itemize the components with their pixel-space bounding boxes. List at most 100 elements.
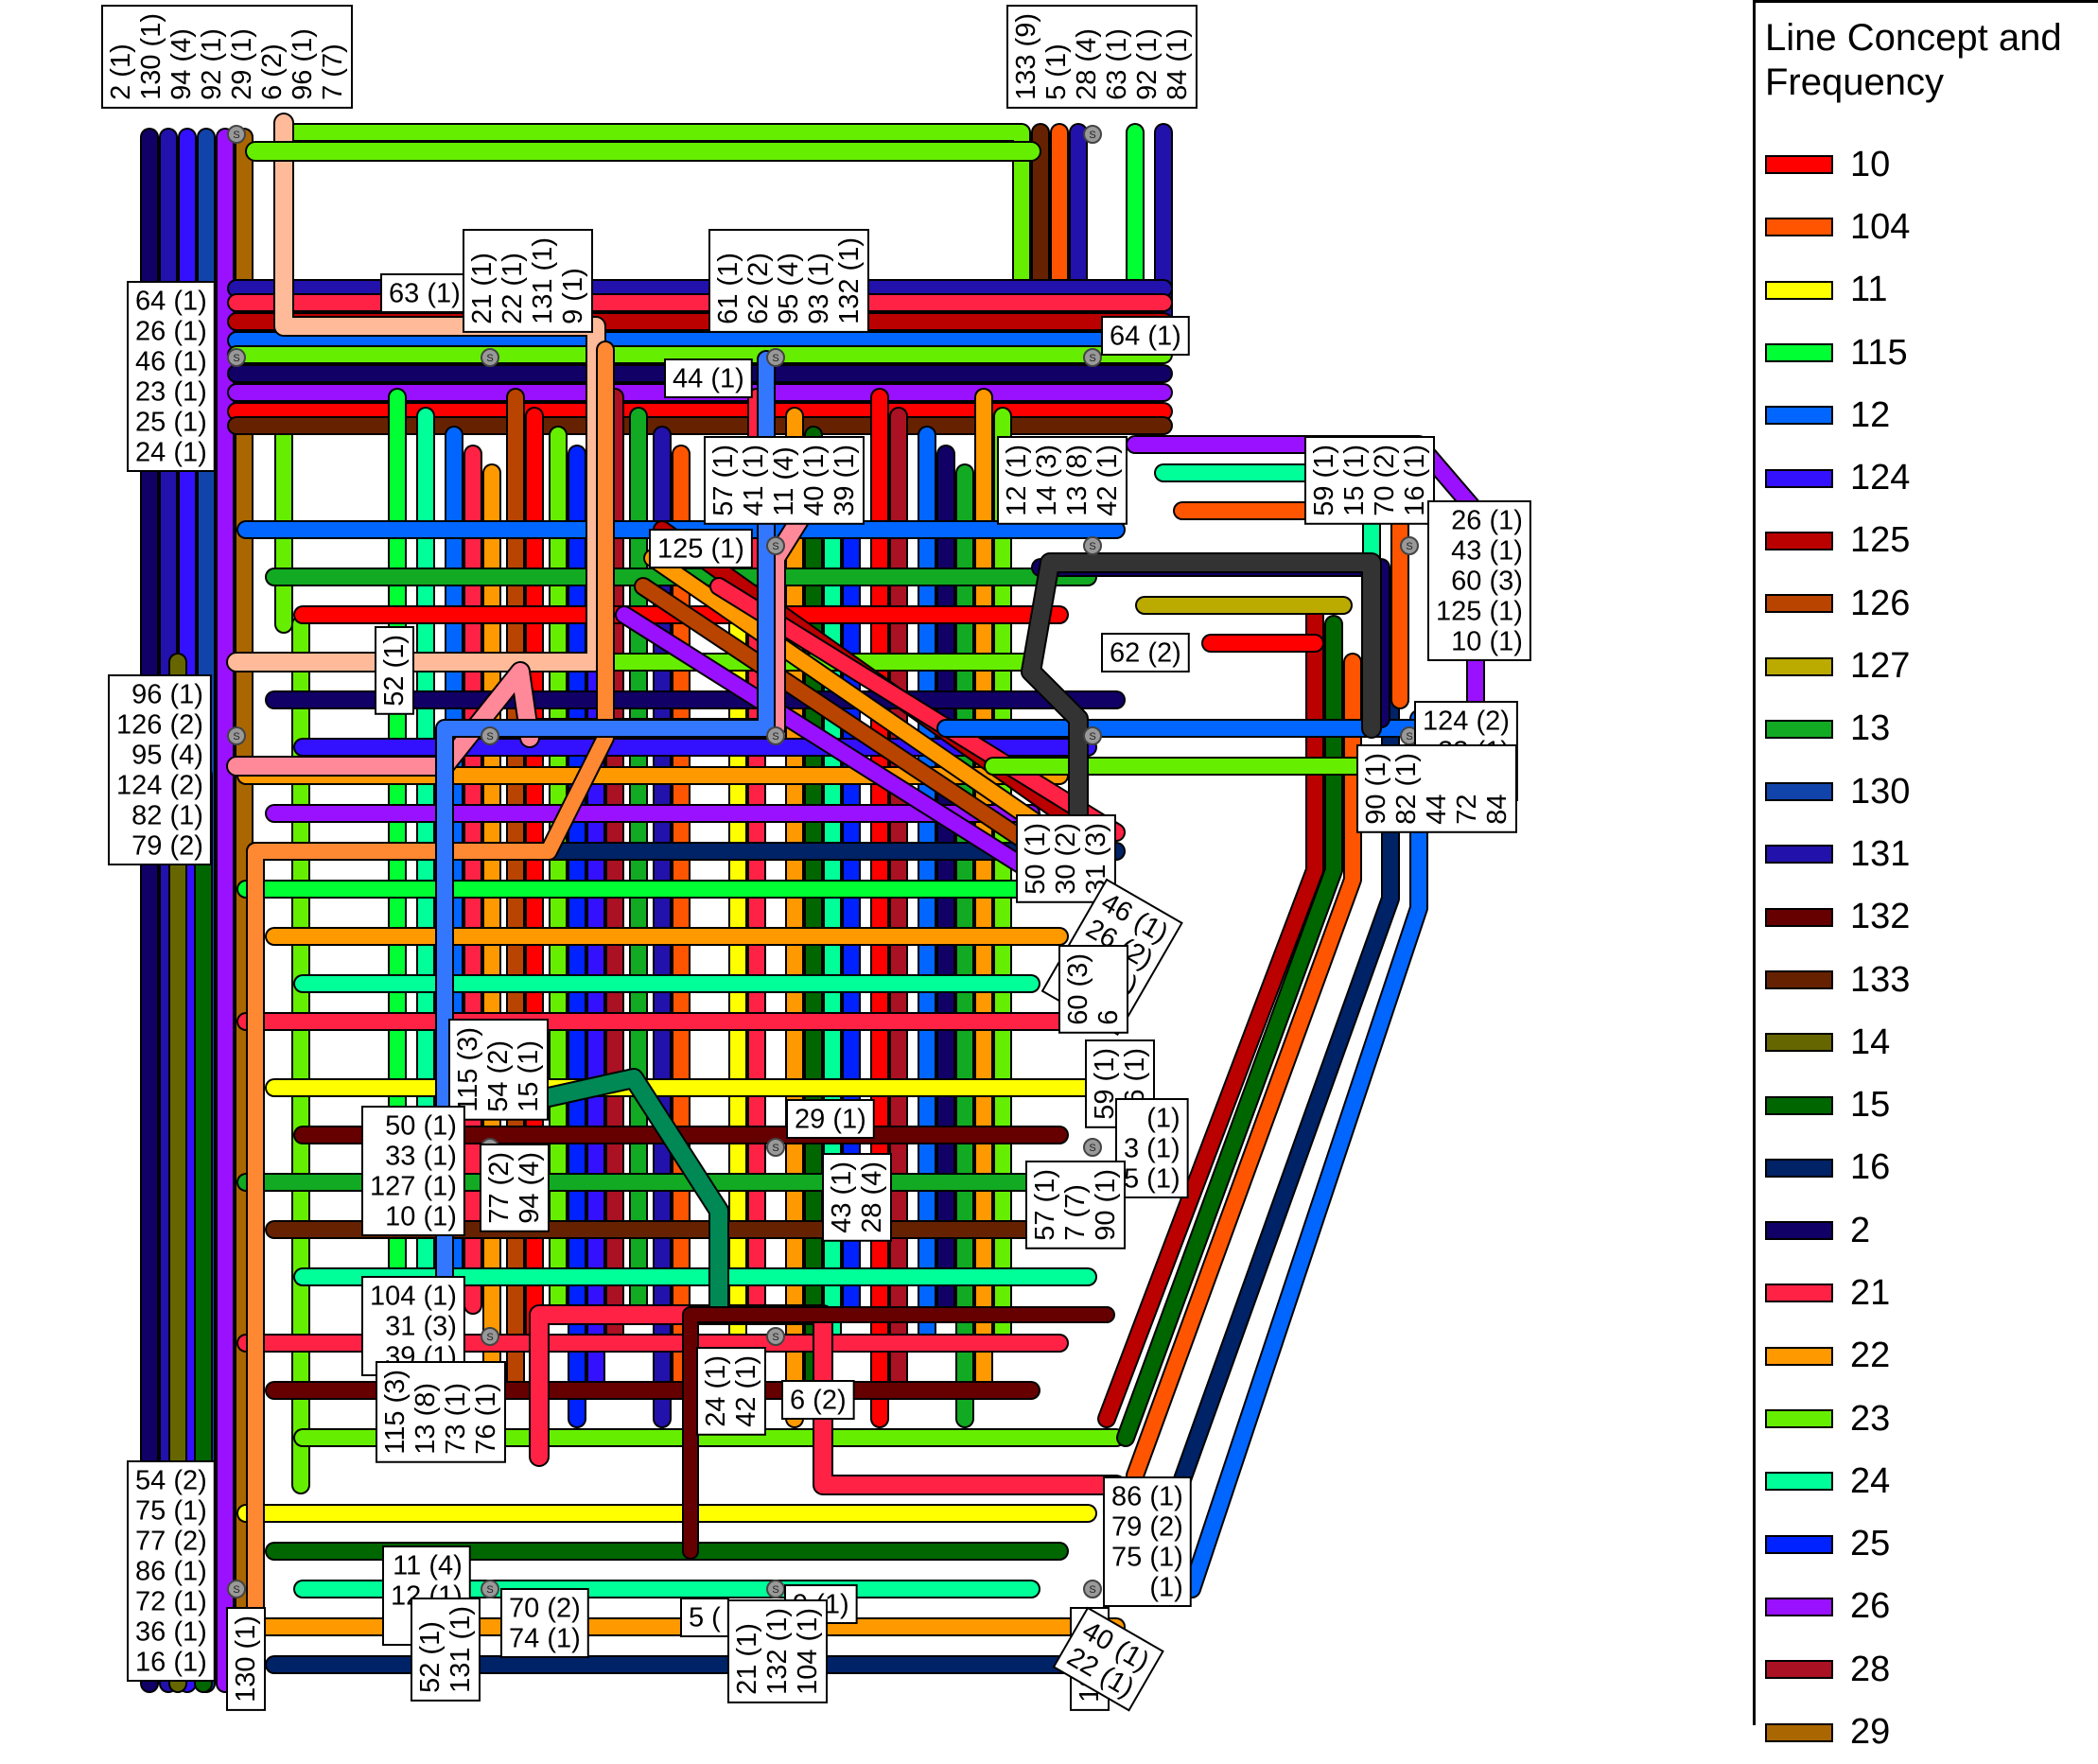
station-label: 61 (1)62 (2)95 (4)93 (1)132 (1) bbox=[708, 229, 869, 333]
station-label: 96 (1)126 (2)95 (4)124 (2)82 (1)79 (2) bbox=[108, 674, 212, 865]
station-label: 115 (3)13 (8)73 (1)76 (1) bbox=[376, 1361, 506, 1463]
station-label-box bbox=[448, 1019, 549, 1121]
legend-label: 125 bbox=[1850, 520, 1911, 561]
track-line-#ffbb99 bbox=[228, 114, 604, 671]
legend-swatch bbox=[1765, 343, 1833, 363]
stop-marker[interactable] bbox=[766, 1327, 785, 1346]
stop-marker-letter: S bbox=[233, 731, 239, 742]
stop-marker[interactable] bbox=[227, 348, 246, 367]
station-label-box bbox=[696, 1347, 766, 1436]
station-line-entry: 59 (1) bbox=[1309, 445, 1339, 516]
legend-label: 133 bbox=[1850, 959, 1911, 1000]
legend-label: 25 bbox=[1850, 1524, 1891, 1564]
stop-marker[interactable] bbox=[227, 1580, 246, 1598]
legend-item: 16 bbox=[1765, 1137, 2098, 1199]
legend-swatch bbox=[1765, 1660, 1833, 1680]
station-label-box bbox=[1101, 316, 1190, 356]
stop-marker[interactable] bbox=[766, 1138, 785, 1157]
legend-swatch bbox=[1765, 970, 1833, 989]
legend-swatch bbox=[1765, 1033, 1833, 1053]
station-line-entry: 31 (3) bbox=[385, 1312, 457, 1342]
station-line-entry: 54 (2) bbox=[135, 1466, 207, 1496]
station-line-entry: 24 (1) bbox=[701, 1355, 731, 1427]
station-line-entry: 90 (1) bbox=[1361, 753, 1391, 825]
station-label-box bbox=[411, 1598, 481, 1702]
station-label: 62 (2) bbox=[1101, 633, 1190, 672]
station-label: 26 (1)43 (1)60 (3)125 (1)10 (1) bbox=[1427, 500, 1531, 661]
legend-label: 10 bbox=[1850, 144, 1891, 184]
stop-marker[interactable] bbox=[227, 726, 246, 745]
station-line-entry: 41 (1) bbox=[739, 445, 769, 516]
legend-label: 130 bbox=[1850, 771, 1911, 812]
station-label-box bbox=[127, 281, 216, 472]
station-line-entry: 63 (1) bbox=[1102, 28, 1132, 100]
station-line-entry: 104 (1) bbox=[793, 1608, 823, 1695]
stop-marker[interactable] bbox=[1083, 348, 1102, 367]
stop-marker-letter: S bbox=[486, 1332, 493, 1343]
station-line-entry: 26 (1) bbox=[1451, 506, 1523, 536]
stop-marker[interactable] bbox=[481, 348, 499, 367]
legend-swatch bbox=[1765, 406, 1833, 426]
station-label: 57 (1)7 (7)90 (1) bbox=[1025, 1161, 1126, 1249]
legend-item: 2 bbox=[1765, 1199, 2098, 1262]
stop-marker-letter: S bbox=[1089, 731, 1095, 742]
station-label: 86 (1)79 (2)75 (1)(1) bbox=[1103, 1476, 1192, 1607]
stop-marker[interactable] bbox=[766, 726, 785, 745]
stop-marker[interactable] bbox=[481, 1327, 499, 1346]
station-line-entry: 13 (8) bbox=[411, 1383, 441, 1455]
legend-label: 13 bbox=[1850, 708, 1891, 749]
station-line-entry: 96 (1) bbox=[288, 28, 318, 100]
station-label: 43 (1)28 (4) bbox=[822, 1153, 892, 1242]
stop-marker[interactable] bbox=[1083, 1580, 1102, 1598]
stop-marker[interactable] bbox=[1083, 125, 1102, 144]
station-line-entry: 59 (1) bbox=[1090, 1048, 1120, 1120]
stop-marker[interactable] bbox=[481, 1580, 499, 1598]
station-line-entry: 63 (1) bbox=[389, 279, 461, 309]
legend-swatch bbox=[1765, 782, 1833, 802]
stop-marker[interactable] bbox=[481, 726, 499, 745]
station-line-entry: 74 (1) bbox=[509, 1624, 581, 1654]
stop-marker[interactable] bbox=[1083, 726, 1102, 745]
station-line-entry: 52 (1) bbox=[379, 635, 410, 707]
stop-marker[interactable] bbox=[1083, 536, 1102, 555]
track-line-#333333 bbox=[1023, 554, 1380, 822]
track-line-#ff8833 bbox=[248, 342, 613, 1691]
station-line-entry: 15 (1) bbox=[514, 1040, 544, 1112]
legend-swatch bbox=[1765, 594, 1833, 614]
legend-item: 25 bbox=[1765, 1513, 2098, 1576]
legend-swatch bbox=[1765, 155, 1833, 175]
station-label-box bbox=[463, 229, 593, 333]
station-line-entry: 14 (3) bbox=[1032, 445, 1062, 516]
legend-swatch bbox=[1765, 1221, 1833, 1241]
legend-item: 125 bbox=[1765, 510, 2098, 572]
stop-marker-letter: S bbox=[1089, 353, 1095, 364]
stop-marker[interactable] bbox=[766, 348, 785, 367]
station-label: 104 (1)31 (3)39 (1) bbox=[361, 1276, 465, 1376]
station-line-entry: 40 (1) bbox=[799, 445, 830, 516]
legend-item: 23 bbox=[1765, 1388, 2098, 1450]
station-line-entry: 60 (3) bbox=[1063, 953, 1093, 1025]
stop-marker[interactable] bbox=[227, 125, 246, 144]
legend-swatch bbox=[1765, 1472, 1833, 1492]
station-line-entry: 60 (3) bbox=[1451, 567, 1523, 597]
station-label: 64 (1) bbox=[1101, 316, 1190, 356]
station-line-entry: 126 (2) bbox=[116, 710, 203, 741]
station-line-entry: 5 (1) bbox=[1124, 1164, 1180, 1195]
stop-marker-letter: S bbox=[486, 353, 493, 364]
station-line-entry: 76 (1) bbox=[471, 1383, 501, 1455]
station-label-box bbox=[704, 436, 865, 525]
station-line-entry: 6 (2) bbox=[257, 44, 288, 100]
stop-marker[interactable] bbox=[1083, 1138, 1102, 1157]
legend-item: 12 bbox=[1765, 384, 2098, 446]
stop-marker[interactable] bbox=[766, 536, 785, 555]
stop-marker[interactable] bbox=[1400, 536, 1419, 555]
track-line-#3377ff bbox=[437, 352, 774, 1426]
station-line-entry: 72 bbox=[1452, 795, 1482, 825]
station-line-entry: 72 (1) bbox=[135, 1587, 207, 1617]
stop-marker-letter: S bbox=[772, 1584, 778, 1596]
legend-swatch bbox=[1765, 1284, 1833, 1303]
legend-label: 24 bbox=[1850, 1460, 1891, 1501]
station-line-entry: 24 (1) bbox=[135, 438, 207, 468]
station-line-entry: 10 (1) bbox=[1451, 627, 1523, 657]
station-label-box bbox=[1058, 945, 1128, 1034]
